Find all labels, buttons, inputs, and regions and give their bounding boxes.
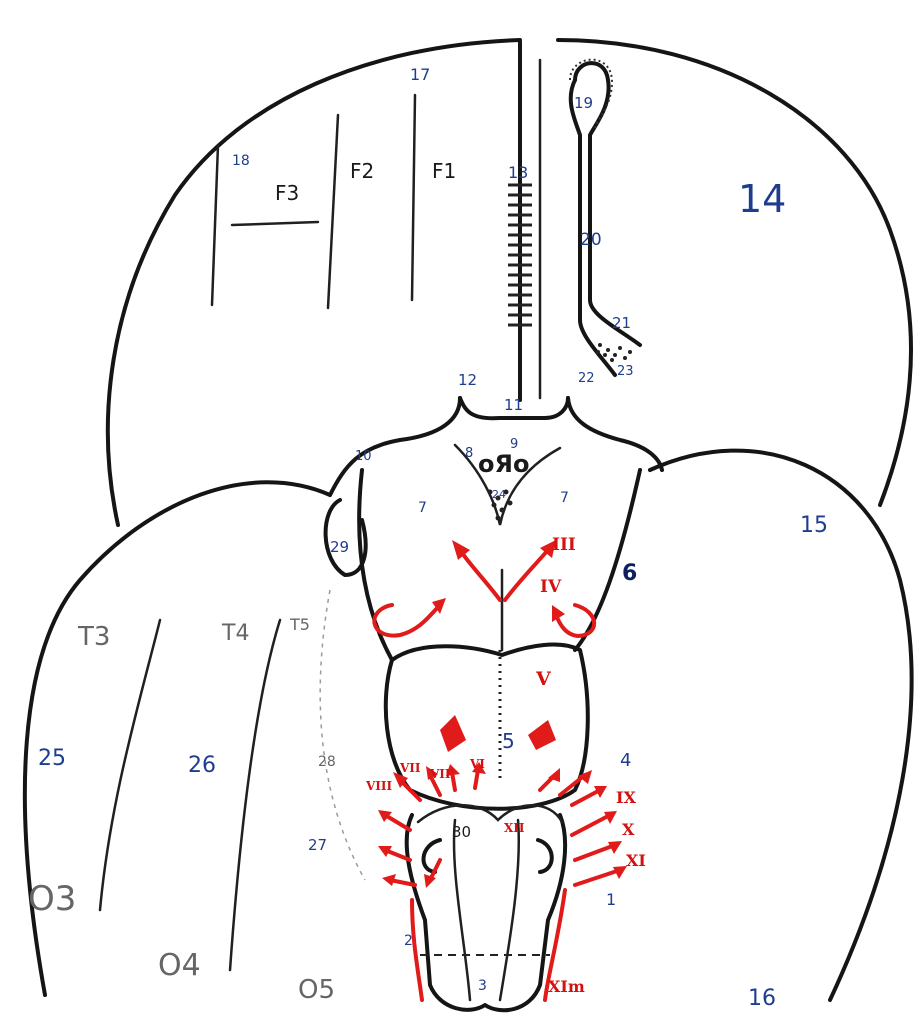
frontal-sulcus-c — [412, 95, 415, 300]
temporal-sulcus-1 — [100, 620, 160, 910]
label-26: 26 — [188, 753, 216, 778]
label-oro: oЯo — [478, 450, 529, 478]
nerve-3-arrow-left — [460, 550, 500, 600]
olfactory-hatch — [508, 185, 532, 325]
nerve-label-X: X — [622, 820, 635, 839]
nerve-label-VIII: VIII — [365, 779, 393, 793]
nerve-label-V: V — [535, 668, 552, 690]
label-22: 22 — [578, 371, 595, 386]
label-o3: O3 — [28, 879, 76, 919]
label-24: 24 — [492, 488, 506, 501]
pons-outline — [386, 645, 588, 809]
label-29: 29 — [330, 538, 349, 556]
label-f3: F3 — [275, 181, 299, 205]
peduncle-left — [359, 470, 392, 660]
pyramid-right — [500, 820, 519, 1000]
label-19: 19 — [574, 94, 593, 112]
label-t5: T5 — [289, 615, 310, 634]
label-14: 14 — [738, 177, 786, 221]
nerve-labels: III IV V VI VII VII' VIII IX X XI XII XI… — [365, 535, 646, 996]
temporal-sulcus-2 — [230, 620, 280, 970]
frontal-sulcus-b — [328, 115, 338, 308]
nerve-label-III: III — [552, 535, 576, 555]
nerve-label-XII: XII — [504, 821, 525, 835]
label-16: 16 — [748, 986, 776, 1011]
nerve-4-right-loop — [556, 605, 594, 636]
nerve-label-VI: VI — [469, 757, 485, 771]
olfactory-tract-inner — [571, 80, 615, 375]
label-10: 10 — [355, 449, 372, 464]
label-13: 13 — [508, 163, 528, 182]
label-6: 6 — [622, 561, 637, 586]
pyramid-left — [454, 820, 470, 1000]
right-frontal-lobe-outline — [558, 40, 911, 505]
stalk-left — [330, 398, 460, 495]
spinal-accessory-left — [412, 900, 422, 1000]
peduncle-right — [575, 470, 640, 650]
label-23: 23 — [617, 364, 634, 379]
label-3: 3 — [478, 978, 487, 994]
frontal-sulcus-a — [212, 145, 218, 305]
nerve-label-XI: XI — [626, 851, 646, 870]
nerve-label-XIm: XIm — [548, 977, 585, 996]
number-labels: 17 18 13 19 20 21 22 23 12 11 10 8 9 24 … — [38, 65, 828, 1011]
label-7-right: 7 — [560, 490, 569, 506]
label-17: 17 — [410, 65, 430, 84]
nerve-4-left-loop — [374, 605, 440, 636]
label-1: 1 — [606, 890, 616, 909]
right-temporal-lobe-outline — [650, 451, 912, 1000]
nerve-label-IV: IV — [540, 577, 562, 597]
nerve-label-VIIb: VII' — [429, 767, 454, 781]
label-t4: T4 — [221, 621, 249, 646]
label-7-left: 7 — [418, 500, 427, 516]
label-t3: T3 — [77, 622, 110, 652]
label-f2: F2 — [350, 159, 374, 183]
label-o4: O4 — [158, 948, 201, 983]
label-27: 27 — [308, 836, 327, 854]
f3-crossbar — [232, 222, 318, 225]
label-5: 5 — [502, 729, 515, 753]
label-30: 30 — [452, 823, 471, 841]
nerve-label-VII: VII — [399, 761, 421, 775]
label-12: 12 — [458, 371, 477, 389]
nerve-5-left-blob — [440, 715, 466, 752]
left-frontal-lobe-outline — [108, 40, 520, 525]
label-8: 8 — [465, 446, 473, 461]
label-11: 11 — [504, 396, 523, 414]
olive-right — [538, 840, 552, 872]
nerve-5-right-blob — [528, 720, 556, 750]
label-f1: F1 — [432, 159, 456, 183]
label-4: 4 — [620, 750, 631, 771]
label-25: 25 — [38, 746, 66, 771]
stalk-right — [568, 398, 662, 470]
label-15: 15 — [800, 513, 828, 538]
label-o5: O5 — [298, 975, 335, 1005]
nerve-label-IX: IX — [616, 788, 636, 807]
label-18: 18 — [232, 153, 250, 169]
label-28: 28 — [318, 754, 336, 770]
label-2: 2 — [404, 933, 413, 949]
label-21: 21 — [612, 314, 631, 332]
label-20: 20 — [580, 230, 602, 250]
